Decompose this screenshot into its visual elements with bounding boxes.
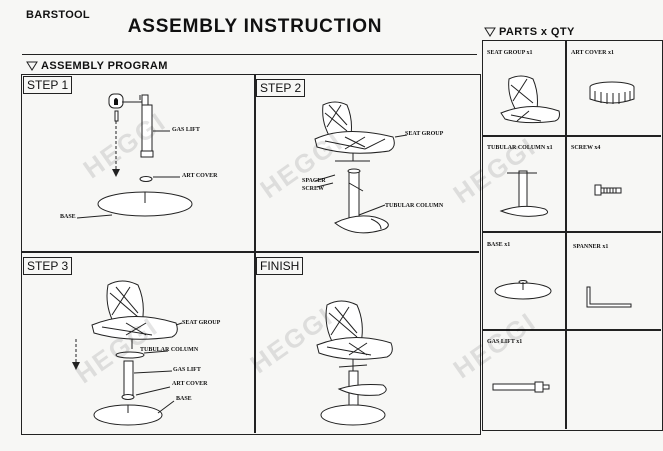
- step-3-callout-gas-lift: GAS LIFT: [173, 367, 201, 373]
- step-1-label: STEP 1: [23, 76, 73, 94]
- step-1-illustration: [76, 93, 193, 219]
- step-1-panel: STEP 1 GAS LIFT ART COVER BASE: [22, 75, 254, 251]
- base-drawing: [494, 280, 552, 300]
- step-2-panel: STEP 2 SEAT GROUP SPACER SCREW TUBULAR C…: [255, 75, 479, 251]
- step-2-callout-screw: SCREW: [302, 186, 325, 192]
- spanner-drawing: [586, 286, 632, 308]
- parts-divider-3: [483, 329, 661, 331]
- step-1-callout-art-cover: ART COVER: [182, 173, 218, 179]
- step-3-callout-base: BASE: [176, 396, 192, 402]
- part-art-cover-label: ART COVER x1: [571, 50, 615, 56]
- step-2-label: STEP 2: [256, 79, 306, 97]
- step-3-panel: STEP 3 SEAT GROUP TUBULAR COLUMN GAS LIF…: [22, 253, 254, 433]
- step-3-illustration: [72, 280, 183, 426]
- part-gas-lift-label: GAS LIFT x1: [487, 339, 523, 345]
- step-1-callout-base: BASE: [60, 214, 76, 220]
- part-spanner-label: SPANNER x1: [573, 244, 609, 250]
- gas-lift-drawing: [492, 381, 550, 393]
- parts-illustrations: [492, 75, 635, 393]
- part-seat-group-label: SEAT GROUP x1: [487, 50, 533, 56]
- part-screw-label: SCREW x4: [571, 145, 601, 151]
- finish-illustration: [316, 300, 393, 426]
- parts-panel: SEAT GROUP x1 ART COVER x1 TUBULAR COLUM…: [482, 40, 663, 431]
- seat-group-drawing: [500, 75, 560, 124]
- tubular-column-drawing: [499, 170, 549, 217]
- parts-heading-label: PARTS x QTY: [499, 26, 575, 38]
- parts-heading: PARTS x QTY: [484, 26, 575, 38]
- triangle-down-icon: [484, 27, 496, 37]
- step-3-callout-art-cover: ART COVER: [172, 381, 208, 387]
- step-3-callout-tubular-column: TUBULAR COLUMN: [140, 347, 199, 353]
- grid-divider-vertical: [254, 75, 256, 433]
- page-title: ASSEMBLY INSTRUCTION: [127, 16, 383, 37]
- assembly-program-heading: ASSEMBLY PROGRAM: [26, 60, 168, 72]
- parts-divider-1: [483, 135, 661, 137]
- finish-panel: FINISH: [255, 253, 479, 433]
- brand-label: BARSTOOL: [26, 9, 90, 21]
- parts-divider-2: [483, 231, 661, 233]
- parts-divider-vertical: [565, 41, 567, 429]
- part-tubular-column-label: TUBULAR COLUMN x1: [487, 145, 553, 151]
- step-1-callout-gas-lift: GAS LIFT: [172, 127, 200, 133]
- step-3-callout-seat-group: SEAT GROUP: [182, 320, 221, 326]
- header-divider: [22, 54, 477, 55]
- grid-divider-horizontal: [22, 251, 479, 253]
- step-2-callout-seat-group: SEAT GROUP: [405, 131, 444, 137]
- step-2-callout-spacer: SPACER: [302, 178, 326, 184]
- step-2-illustration: [314, 101, 408, 234]
- step-3-label: STEP 3: [23, 257, 73, 275]
- screw-drawing: [594, 184, 622, 196]
- step-2-callout-tubular-column: TUBULAR COLUMN: [385, 203, 444, 209]
- art-cover-drawing: [589, 81, 635, 104]
- triangle-down-icon: [26, 61, 38, 71]
- steps-grid: STEP 1 GAS LIFT ART COVER BASE STEP 2: [21, 74, 481, 435]
- part-base-label: BASE x1: [487, 242, 511, 248]
- assembly-program-label: ASSEMBLY PROGRAM: [41, 60, 168, 72]
- finish-label: FINISH: [256, 257, 304, 275]
